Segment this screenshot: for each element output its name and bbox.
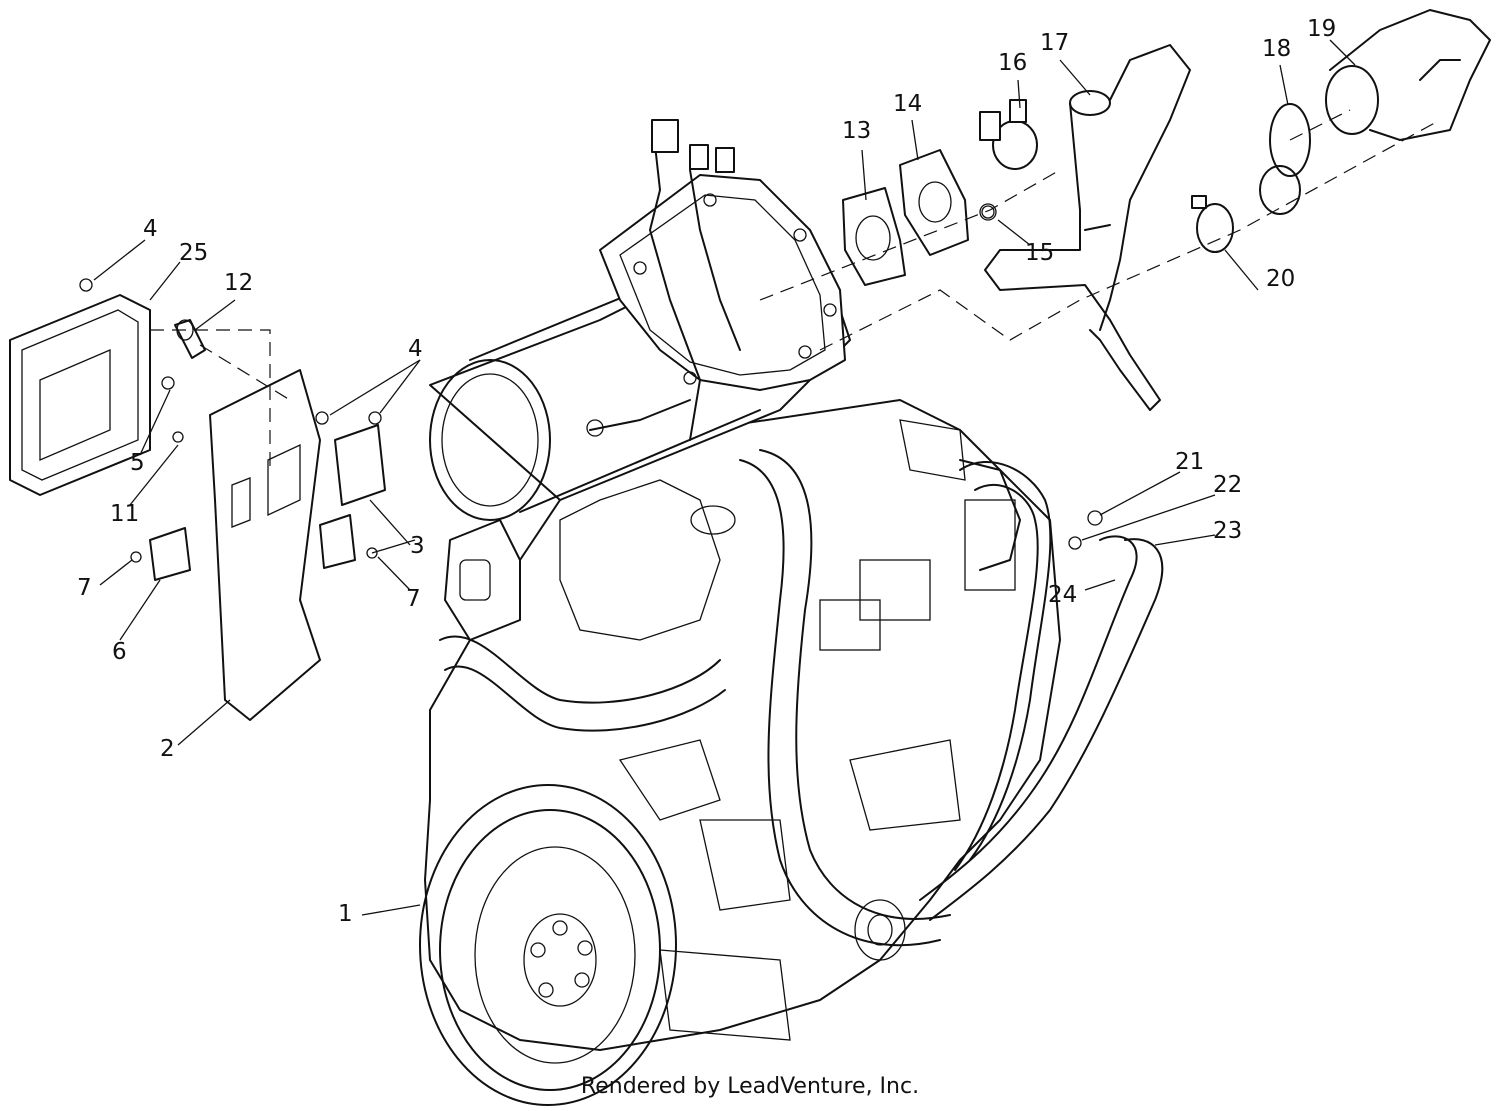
callout-6: 6: [112, 639, 127, 665]
callout-18: 18: [1262, 36, 1292, 62]
exhaust-parts: [759, 9, 1491, 411]
callout-15: 15: [1025, 240, 1055, 266]
callout-7a: 7: [77, 575, 92, 601]
engine-assembly: [419, 119, 1061, 1106]
callout-25: 25: [179, 240, 209, 266]
ecu-bracket-assembly: [9, 278, 386, 721]
callout-19: 19: [1307, 16, 1337, 42]
footer-credit: Rendered by LeadVenture, Inc.: [580, 1074, 920, 1099]
callout-22: 22: [1213, 472, 1243, 498]
gasket-13: [842, 187, 906, 286]
cylinder-head: [559, 419, 1021, 1041]
wiring-harness: [586, 119, 741, 441]
callout-16: 16: [998, 50, 1028, 76]
callout-3: 3: [410, 533, 425, 559]
flange-14: [899, 149, 969, 256]
mount-bracket-2: [209, 369, 321, 721]
fuel-hoses: [919, 510, 1164, 921]
callout-17: 17: [1040, 30, 1070, 56]
callout-4a: 4: [143, 216, 158, 242]
hose-clamp-20: [1196, 203, 1234, 253]
callout-5: 5: [130, 450, 145, 476]
ecu-module-25: [9, 294, 151, 496]
tail-pipe-17: [984, 44, 1191, 411]
flywheel-housing: [419, 784, 677, 1106]
callout-12: 12: [224, 270, 254, 296]
callout-11: 11: [110, 501, 140, 527]
callout-20: 20: [1266, 266, 1296, 292]
leader-lines: [93, 39, 1356, 916]
callout-14: 14: [893, 91, 923, 117]
relay-6: [149, 527, 191, 581]
callout-24: 24: [1048, 582, 1078, 608]
doc-housing: [599, 174, 846, 391]
callout-4b: 4: [408, 336, 423, 362]
clamp-18: [1269, 103, 1311, 177]
callout-2: 2: [160, 736, 175, 762]
clamp-16: [979, 99, 1038, 170]
callout-7b: 7: [406, 586, 421, 612]
callout-1: 1: [338, 901, 353, 927]
callout-21: 21: [1175, 449, 1205, 475]
elbow-19: [1325, 9, 1491, 141]
relay-3: [334, 424, 386, 506]
intake-piping: [439, 449, 1052, 947]
callout-23: 23: [1213, 518, 1243, 544]
callout-13: 13: [842, 118, 872, 144]
